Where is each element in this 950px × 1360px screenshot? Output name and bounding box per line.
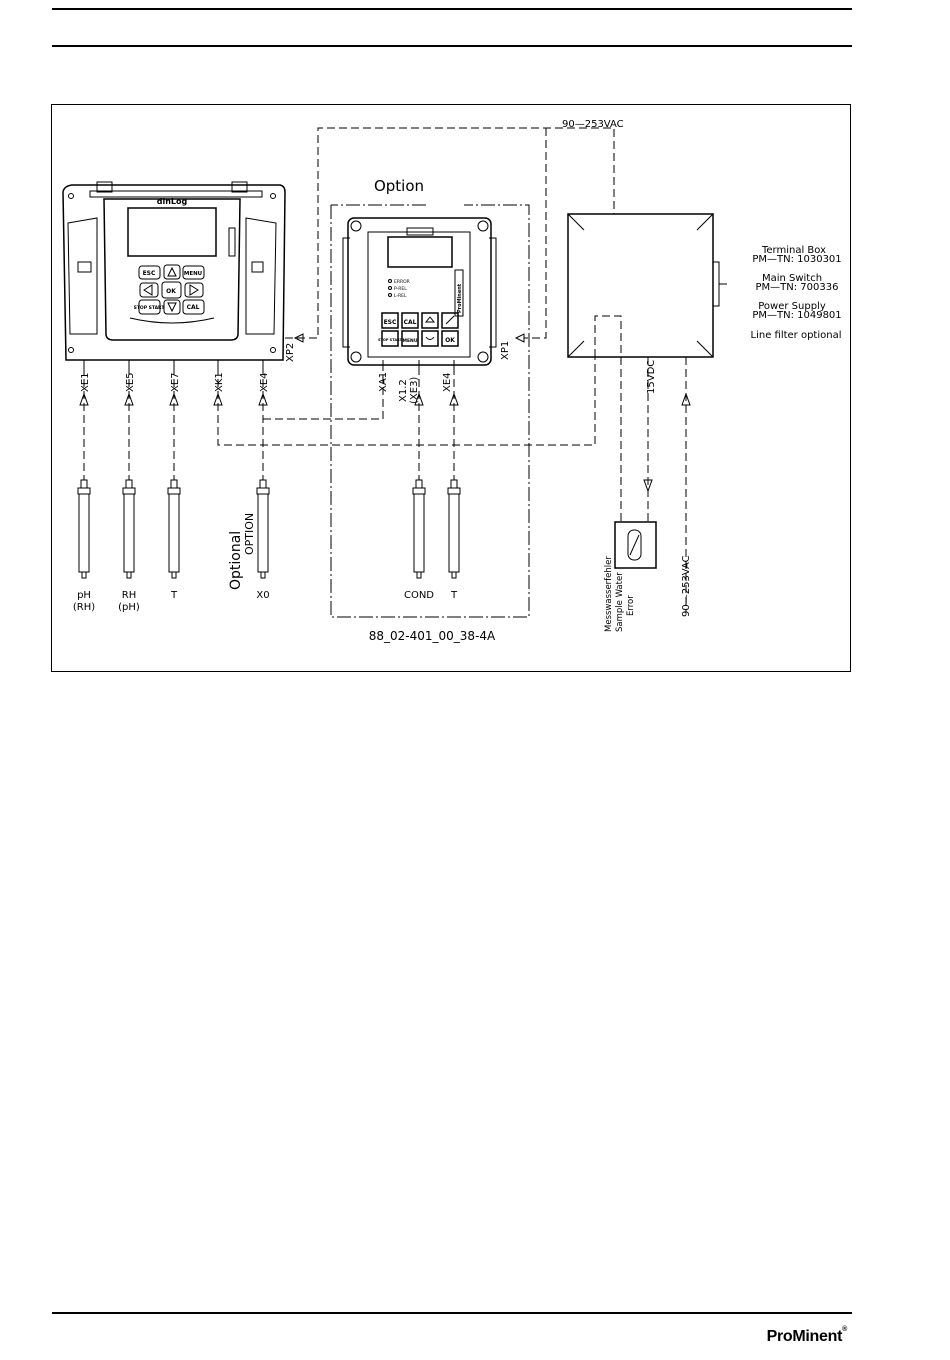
port-xe4: XE4 xyxy=(259,372,270,392)
sensor-labels: pH (RH) RH (pH) T X0 COND T xyxy=(73,590,458,613)
svg-text:Terminal Box: Terminal Box xyxy=(761,245,826,256)
sensor-probes xyxy=(77,479,461,579)
svg-text:Power Supply: Power Supply xyxy=(758,301,826,312)
svg-text:(RH): (RH) xyxy=(73,602,95,613)
main-controller-unit xyxy=(62,181,286,361)
svg-text:CAL: CAL xyxy=(187,304,200,311)
port-x12: X1.2 xyxy=(398,379,409,402)
supply-voltage-right: 90—253VAC xyxy=(681,555,692,617)
svg-text:Error: Error xyxy=(626,595,636,616)
port-xa1: XA1 xyxy=(378,372,389,392)
sensor-t-option: T xyxy=(450,590,458,601)
svg-text:Sample Water: Sample Water xyxy=(615,572,625,632)
svg-text:OK: OK xyxy=(445,337,455,344)
sample-water-labels: Messwasserfehler Sample Water Error xyxy=(604,556,636,632)
svg-text:MENU: MENU xyxy=(403,338,418,344)
svg-text:Messwasserfehler: Messwasserfehler xyxy=(604,556,614,632)
main-unit-labels: dinLog ESC MENU OK STOP START CAL xyxy=(134,197,203,311)
svg-text:ESC: ESC xyxy=(384,319,397,326)
drawing-number: 88_02-401_00_38-4A xyxy=(369,629,496,643)
option-title: Option xyxy=(374,177,424,195)
option-unit-labels: Option ERROR P-REL L-REL ESC CAL MENU OK… xyxy=(374,177,463,344)
port-xk1: XK1 xyxy=(214,372,225,392)
port-labels: XE1 XE5 XE7 XK1 XE4 XP2 XA1 X1.2 (XE3) X… xyxy=(80,341,511,404)
sample-water-sensor xyxy=(614,521,657,569)
port-xe4-option: XE4 xyxy=(442,372,453,392)
header-rule-top xyxy=(52,8,852,10)
svg-text:(pH): (pH) xyxy=(118,602,140,613)
svg-text:PM—TN: 700336: PM—TN: 700336 xyxy=(756,282,839,293)
svg-text:ERROR: ERROR xyxy=(394,279,410,285)
sensor-rh: RH xyxy=(122,590,136,601)
footer-rule xyxy=(52,1312,852,1314)
dc-voltage-label: 15VDC xyxy=(646,360,657,394)
port-xe1: XE1 xyxy=(80,372,91,392)
svg-text:MENU: MENU xyxy=(184,271,202,277)
port-xe7: XE7 xyxy=(170,372,181,392)
footer-brand-logo: ProMinent® xyxy=(766,1326,848,1345)
terminal-box-enclosure xyxy=(567,213,727,358)
side-logo: ProMinent xyxy=(457,283,463,313)
svg-text:P-REL: P-REL xyxy=(394,286,407,292)
main-unit-brand: dinLog xyxy=(157,197,188,206)
wiring-diagram: dinLog ESC MENU OK STOP START CAL Option… xyxy=(62,119,842,643)
svg-text:L-REL: L-REL xyxy=(394,293,407,299)
svg-text:PM—TN: 1030301: PM—TN: 1030301 xyxy=(752,254,841,265)
svg-text:ESC: ESC xyxy=(143,270,156,277)
option-controller-unit xyxy=(342,217,497,366)
sensor-x0: X0 xyxy=(256,590,269,601)
header-rule-bottom xyxy=(52,45,852,47)
svg-text:STOP START: STOP START xyxy=(134,305,166,311)
port-xe5: XE5 xyxy=(125,372,136,392)
sensor-cond: COND xyxy=(404,590,434,601)
svg-text:OK: OK xyxy=(166,288,176,295)
option-label-caps: OPTION xyxy=(243,513,256,555)
supply-voltage-top: 90—253VAC xyxy=(562,119,624,130)
optional-label: Optional xyxy=(228,531,244,590)
sensor-ph: pH xyxy=(77,590,91,601)
svg-text:CAL: CAL xyxy=(404,319,417,326)
svg-text:STOP START: STOP START xyxy=(378,338,403,342)
port-xp2: XP2 xyxy=(285,343,296,362)
port-xp1: XP1 xyxy=(500,341,511,360)
svg-text:Line filter optional: Line filter optional xyxy=(751,330,842,341)
sensor-t: T xyxy=(170,590,178,601)
svg-text:PM—TN: 1049801: PM—TN: 1049801 xyxy=(752,310,841,321)
svg-text:Main Switch: Main Switch xyxy=(762,273,822,284)
port-xe3: (XE3) xyxy=(409,377,420,404)
diagram-frame xyxy=(51,104,851,672)
terminal-box-labels: Terminal Box PM—TN: 1030301 Main Switch … xyxy=(751,245,842,341)
